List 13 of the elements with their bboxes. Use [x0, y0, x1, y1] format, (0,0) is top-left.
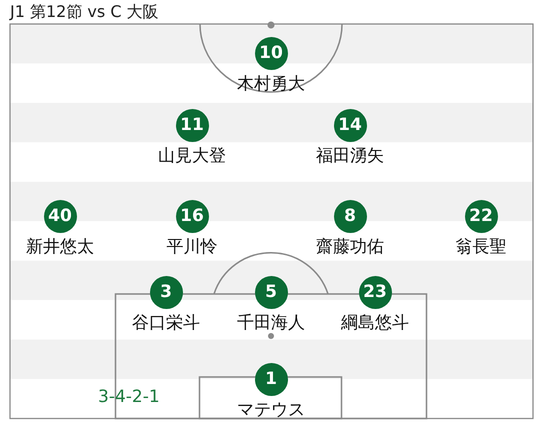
player-name: 綱島悠斗 — [341, 312, 409, 334]
player-name: 新井悠太 — [26, 236, 94, 258]
player-name: 千田海人 — [237, 312, 305, 334]
player-name: 齋藤功佑 — [316, 236, 384, 258]
player-name: 翁長聖 — [456, 236, 506, 258]
player-name: マテウス — [237, 399, 305, 421]
formation-label: 3-4-2-1 — [98, 386, 160, 408]
player-name: 福田湧矢 — [316, 145, 384, 167]
player-name: 平川怜 — [166, 236, 218, 258]
player-name: 木村勇大 — [237, 73, 305, 95]
match-title: J1 第12節 vs C 大阪 — [10, 1, 159, 23]
player-name: 山見大登 — [158, 145, 226, 167]
player-name: 谷口栄斗 — [132, 312, 200, 334]
